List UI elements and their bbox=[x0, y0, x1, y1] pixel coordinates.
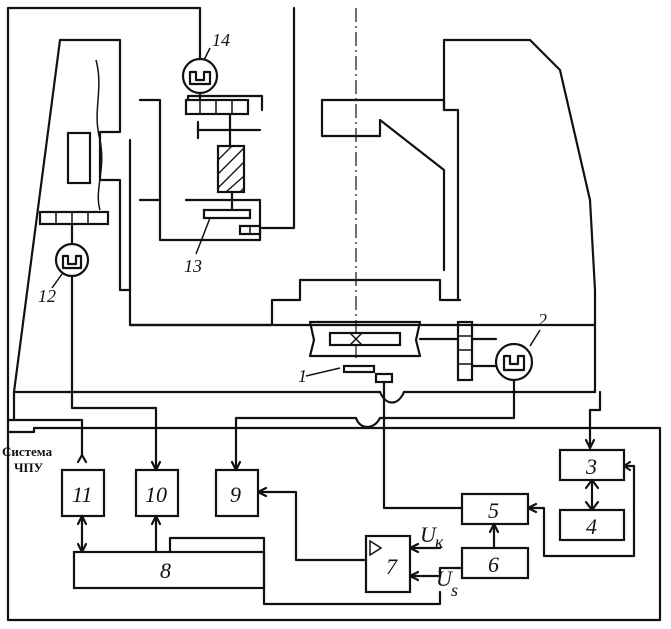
block-7-amplifier: 7 bbox=[364, 534, 412, 594]
controller-frame bbox=[6, 418, 662, 622]
machine-frame-right-column bbox=[320, 38, 597, 394]
spindle-hatch bbox=[217, 145, 245, 193]
block-5-label: 5 bbox=[488, 498, 499, 523]
table-feed-drive: 1 bbox=[298, 320, 498, 386]
signal-us-label: U bbox=[436, 566, 454, 591]
machine-frame-left-column bbox=[12, 38, 462, 394]
block-4-label: 4 bbox=[586, 514, 597, 539]
motor-14: 14 bbox=[181, 30, 230, 102]
block-9: 9 bbox=[214, 468, 260, 518]
callout-12: 12 bbox=[38, 286, 56, 306]
callout-2: 2 bbox=[538, 310, 547, 330]
block-8: 8 bbox=[72, 550, 266, 590]
block-6: 6 bbox=[460, 546, 530, 580]
signal-uk: U к bbox=[420, 522, 444, 552]
signal-uk-subscript: к bbox=[435, 532, 444, 552]
block-7-label: 7 bbox=[386, 554, 398, 579]
block-3-label: 3 bbox=[585, 454, 597, 479]
wiring bbox=[6, 6, 602, 510]
block-6-label: 6 bbox=[488, 552, 499, 577]
block-10-label: 10 bbox=[145, 482, 167, 507]
block-5: 5 bbox=[460, 492, 530, 526]
block-4: 4 bbox=[558, 508, 626, 542]
signal-uk-label: U bbox=[420, 522, 438, 547]
block-9-label: 9 bbox=[230, 482, 241, 507]
amplifier-triangle-icon bbox=[369, 539, 383, 557]
block-11-label: 11 bbox=[72, 482, 92, 507]
callout-13-leader bbox=[195, 217, 211, 255]
motor-12: 12 bbox=[38, 210, 110, 306]
block-8-label: 8 bbox=[160, 558, 171, 583]
spindle-head bbox=[138, 94, 264, 242]
system-label-line2: ЧПУ bbox=[14, 460, 44, 475]
block-10: 10 bbox=[134, 468, 180, 518]
controller-connections bbox=[76, 438, 636, 606]
callout-1: 1 bbox=[298, 366, 307, 386]
signal-us: U s bbox=[436, 566, 458, 600]
block-3: 3 bbox=[558, 448, 626, 482]
callout-14: 14 bbox=[212, 30, 230, 50]
signal-us-subscript: s bbox=[451, 580, 458, 600]
callout-13: 13 bbox=[184, 256, 202, 276]
motor-2: 2 bbox=[494, 310, 547, 382]
block-11: 11 bbox=[60, 468, 106, 518]
system-label-line1: Система bbox=[2, 444, 53, 459]
